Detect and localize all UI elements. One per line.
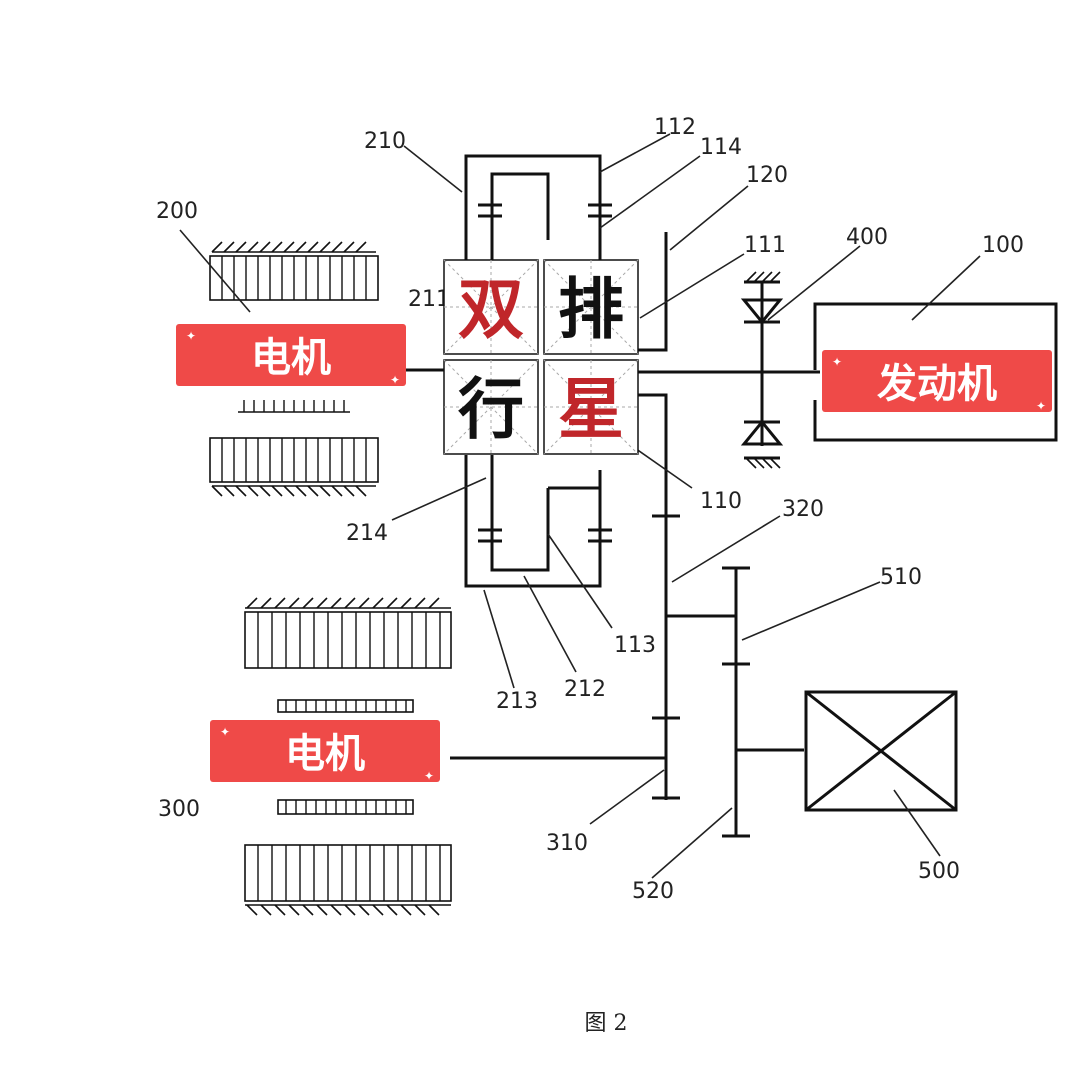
leader-lines	[179, 133, 981, 879]
tile-char-xing2: 星	[558, 370, 624, 448]
callout-212: 212	[564, 677, 606, 702]
motor-top-stator-lower	[209, 437, 379, 497]
label-motor-top-bg	[176, 324, 406, 386]
label-motor-top-text: 电机	[251, 335, 331, 381]
callout-110: 110	[700, 489, 742, 514]
sparkle-icon: ✦	[390, 373, 400, 387]
callout-310: 310	[546, 831, 588, 856]
engine-box	[813, 302, 1058, 442]
sparkle-icon: ✦	[832, 355, 842, 369]
sparkle-icon: ✦	[220, 725, 230, 739]
motor-bottom-stator	[244, 597, 452, 669]
callout-114: 114	[700, 135, 742, 160]
label-engine-text: 发动机	[877, 361, 997, 407]
callout-214: 214	[346, 521, 388, 546]
label-motor-bottom-bg	[210, 720, 440, 782]
label-motor-bottom: 电机 ✦ ✦	[210, 720, 440, 783]
callout-211: 211	[408, 287, 450, 312]
sparkle-icon: ✦	[186, 329, 196, 343]
tile-1: 双	[443, 259, 539, 355]
callout-500: 500	[918, 859, 960, 884]
tile-char-shuang: 双	[458, 270, 524, 348]
label-engine: 发动机 ✦ ✦	[822, 350, 1052, 413]
brake-400	[740, 271, 784, 469]
callout-112: 112	[654, 115, 696, 140]
callout-100: 100	[982, 233, 1024, 258]
callout-120: 120	[746, 163, 788, 188]
label-engine-bg	[822, 350, 1052, 412]
motor-bottom-rotor	[277, 699, 414, 815]
callout-210: 210	[364, 129, 406, 154]
callout-520: 520	[632, 879, 674, 904]
motor-bottom-stator-lower	[244, 844, 452, 916]
title-tiles: 双 排 行 星	[443, 259, 639, 455]
motor-top-rotor	[238, 400, 350, 413]
sparkle-icon: ✦	[1036, 399, 1046, 413]
tile-3: 行	[443, 359, 539, 455]
shafts	[405, 368, 820, 838]
tile-4: 星	[543, 359, 639, 455]
tile-char-xing: 行	[458, 370, 524, 448]
motor-top-stator	[209, 241, 379, 301]
callout-111: 111	[744, 233, 786, 258]
label-motor-bottom-text: 电机	[285, 731, 365, 777]
callout-300: 300	[158, 797, 200, 822]
callout-200: 200	[156, 199, 198, 224]
callout-213: 213	[496, 689, 538, 714]
callout-numbers: 210 112 114 120 111 400 100 200 211 110 …	[156, 115, 1024, 904]
callout-320: 320	[782, 497, 824, 522]
callout-400: 400	[846, 225, 888, 250]
tile-2: 排	[543, 259, 639, 355]
callout-113: 113	[614, 633, 656, 658]
sparkle-icon: ✦	[424, 769, 434, 783]
tile-char-pai: 排	[558, 270, 624, 348]
callout-510: 510	[880, 565, 922, 590]
label-motor-top: 电机 ✦ ✦	[176, 324, 406, 387]
figure-caption: 图 2	[585, 1011, 628, 1036]
differential-500	[804, 690, 958, 812]
